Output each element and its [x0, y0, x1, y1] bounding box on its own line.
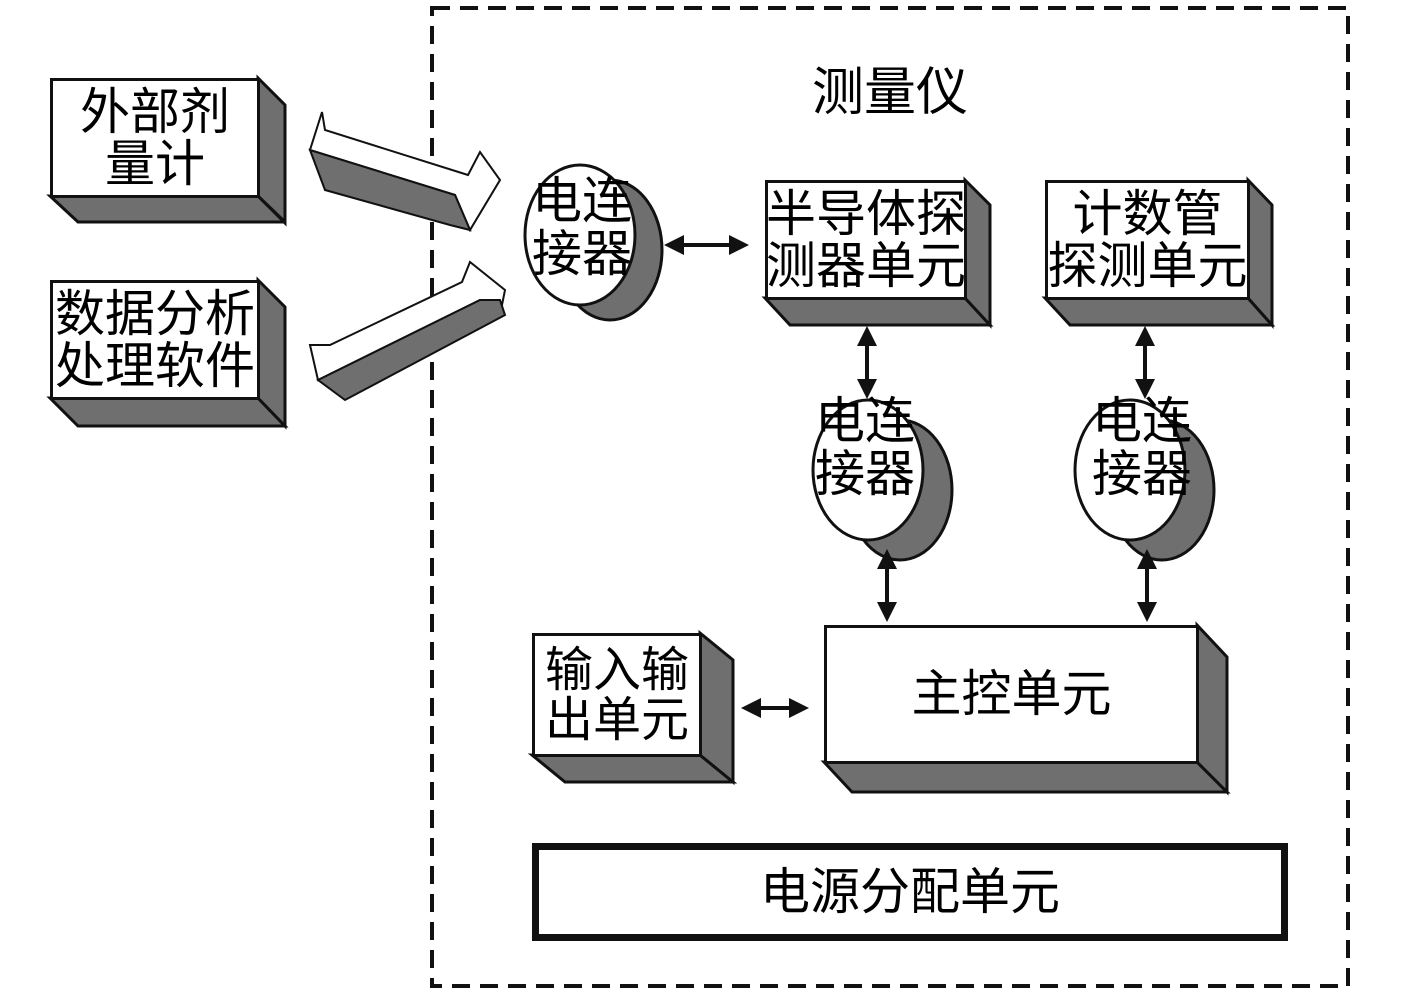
connector-semi-face [811, 398, 925, 542]
analysis-software-label: 数据分析 处理软件 [55, 284, 255, 395]
counter-tube-unit-label: 计数管 探测单元 [1047, 184, 1248, 295]
semiconductor-unit-label: 半导体探 测器单元 [766, 184, 966, 295]
shadow-main [820, 760, 1231, 794]
shadow-counter [1041, 296, 1276, 327]
counter-tube-unit-box: 计数管 探测单元 [1045, 180, 1250, 300]
shadow-analysis-software [46, 396, 289, 428]
connector-counter-face [1073, 398, 1187, 542]
connector-counter-text: 电连 接器 [1082, 395, 1202, 500]
instrument-boundary [430, 6, 1350, 988]
connector-main-text: 电连 接器 [522, 175, 642, 280]
semiconductor-unit-box: 半导体探 测器单元 [765, 180, 967, 300]
shadow-analysis-software-side [256, 276, 287, 430]
io-unit-label: 输入输 出单元 [544, 641, 689, 748]
shadow-counter-side [1246, 176, 1274, 329]
instrument-title: 测量仪 [811, 63, 968, 123]
arrow-dosimeter-connector-shade [308, 148, 472, 232]
connector-semi-text: 电连 接器 [805, 395, 925, 500]
main-control-box: 主控单元 [824, 625, 1199, 764]
io-unit-box: 输入输 出单元 [532, 633, 702, 757]
power-distribution-label: 电源分配单元 [760, 862, 1060, 921]
connector-counter-label: 电连 接器 [1092, 392, 1192, 503]
external-dosimeter-label: 外部剂 量计 [80, 82, 230, 193]
box-shadows [46, 74, 1276, 796]
main-control-label: 主控单元 [911, 665, 1112, 724]
connector-main-label: 电连 接器 [532, 172, 632, 283]
shadow-semiconductor [761, 296, 994, 327]
arrow-software-connector-shade [316, 299, 507, 402]
connector-shapes [523, 163, 1216, 562]
external-dosimeter-box: 外部剂 量计 [50, 78, 260, 198]
small-arrows [664, 235, 1157, 718]
shadow-external-dosimeter-side [256, 74, 287, 226]
connector-main-face [523, 163, 637, 307]
shadow-io-side [698, 629, 735, 786]
shadow-semiconductor-side [963, 176, 992, 329]
external-arrows [308, 111, 507, 402]
power-distribution-box: 电源分配单元 [532, 843, 1288, 941]
analysis-software-box: 数据分析 处理软件 [50, 280, 260, 400]
connector-semi-label: 电连 接器 [815, 392, 915, 503]
shadow-external-dosimeter [46, 194, 287, 227]
shadow-main-side [1195, 621, 1229, 796]
